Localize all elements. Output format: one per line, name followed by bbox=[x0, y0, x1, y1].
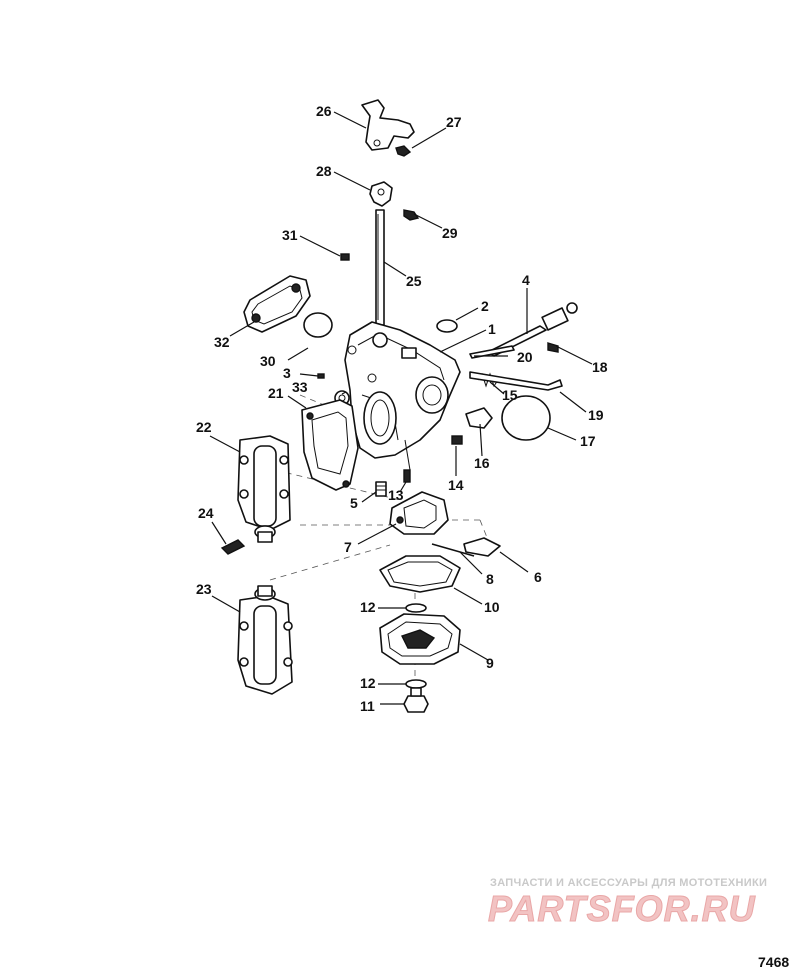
shaft-25-part bbox=[375, 209, 385, 326]
callout-10: 10 bbox=[484, 599, 500, 615]
washer-12a-part bbox=[405, 603, 427, 613]
watermark-tagline: ЗАПЧАСТИ И АКСЕССУАРЫ ДЛЯ МОТОТЕХНИКИ bbox=[490, 877, 768, 889]
screw-27-part bbox=[395, 145, 412, 157]
throttle-lever-part bbox=[361, 99, 415, 151]
callout-32: 32 bbox=[214, 334, 230, 350]
washer-12b-part bbox=[405, 679, 427, 689]
screw-29-part bbox=[403, 209, 420, 221]
callout-30: 30 bbox=[260, 353, 276, 369]
callout-15: 15 bbox=[502, 387, 518, 403]
callout-31: 31 bbox=[282, 227, 298, 243]
screw-14-part bbox=[451, 435, 463, 445]
bracket-16-part bbox=[465, 407, 493, 429]
needle-19-part bbox=[469, 371, 563, 391]
plug-31-part bbox=[340, 253, 350, 261]
pin-8-part bbox=[431, 543, 475, 557]
diaphragm-30-part bbox=[303, 312, 333, 338]
gasket-32-part bbox=[243, 275, 311, 333]
gasket-21-part bbox=[301, 399, 359, 491]
plug-2-part bbox=[436, 319, 458, 333]
callout-12b: 12 bbox=[360, 675, 376, 691]
figure-number: 7468 bbox=[758, 954, 790, 970]
callout-17: 17 bbox=[580, 433, 596, 449]
callout-labels: 1 2 3 4 5 6 7 8 9 10 11 12 12 13 14 15 1… bbox=[196, 103, 608, 714]
callout-14: 14 bbox=[448, 477, 464, 493]
callout-25: 25 bbox=[406, 273, 422, 289]
callout-9: 9 bbox=[486, 655, 494, 671]
callout-12a: 12 bbox=[360, 599, 376, 615]
clip-3-part bbox=[317, 373, 325, 379]
callout-23: 23 bbox=[196, 581, 212, 597]
callout-16: 16 bbox=[474, 455, 490, 471]
callout-21: 21 bbox=[268, 385, 284, 401]
callout-26: 26 bbox=[316, 103, 332, 119]
callout-6: 6 bbox=[534, 569, 542, 585]
callout-7: 7 bbox=[344, 539, 352, 555]
leader-lines bbox=[209, 111, 593, 705]
callout-24: 24 bbox=[198, 505, 214, 521]
callout-20: 20 bbox=[517, 349, 533, 365]
callout-2: 2 bbox=[481, 298, 489, 314]
screw-18-part bbox=[547, 342, 559, 353]
fuel-pump-22-part bbox=[237, 435, 291, 543]
callout-33: 33 bbox=[292, 379, 308, 395]
callout-13: 13 bbox=[388, 487, 404, 503]
callout-11: 11 bbox=[360, 698, 375, 714]
spring-5-part bbox=[375, 481, 387, 497]
callout-22: 22 bbox=[196, 419, 212, 435]
fuel-pump-23-part bbox=[237, 585, 293, 695]
callout-5: 5 bbox=[350, 495, 358, 511]
watermark-brand: PARTSFOR.RU bbox=[488, 888, 756, 930]
callout-4: 4 bbox=[522, 272, 530, 288]
needle-20-part bbox=[469, 345, 515, 359]
cover-plate-17-part bbox=[501, 395, 551, 441]
callout-19: 19 bbox=[588, 407, 604, 423]
callout-1: 1 bbox=[488, 321, 496, 337]
callout-27: 27 bbox=[446, 114, 462, 130]
callout-18: 18 bbox=[592, 359, 608, 375]
callout-3: 3 bbox=[283, 365, 291, 381]
link-28-part bbox=[369, 181, 393, 207]
callout-29: 29 bbox=[442, 225, 458, 241]
bolt-11-part bbox=[403, 687, 429, 713]
callout-28: 28 bbox=[316, 163, 332, 179]
callout-8: 8 bbox=[486, 571, 494, 587]
shaft-6-part bbox=[463, 537, 501, 557]
carburetor-body-part bbox=[344, 321, 461, 471]
gasket-10-part bbox=[379, 555, 461, 593]
screw-24-part bbox=[220, 539, 246, 555]
jet-13-part bbox=[403, 469, 411, 483]
float-bowl-9-part bbox=[379, 613, 461, 665]
